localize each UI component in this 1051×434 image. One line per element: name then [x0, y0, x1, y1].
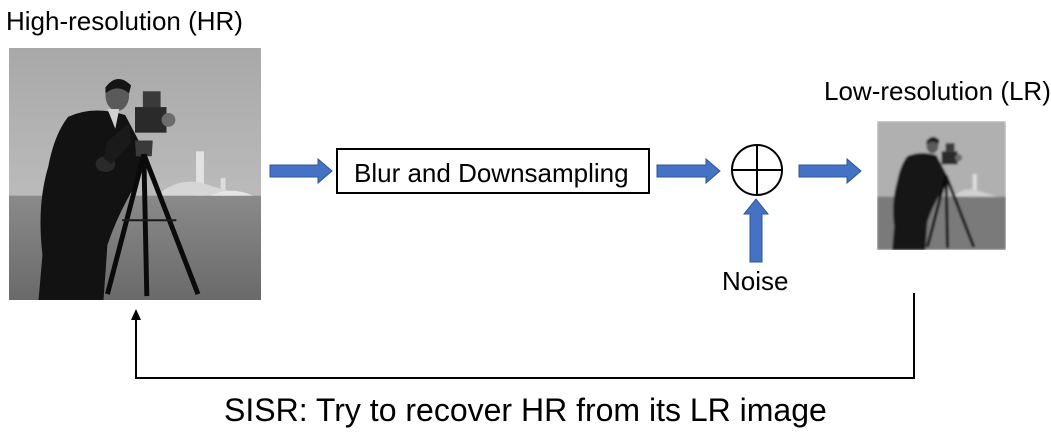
- feedback-arrowhead: [131, 309, 141, 320]
- arrow-hr-to-box: [269, 157, 333, 185]
- arrow-adder-to-lr: [798, 157, 862, 185]
- lr-title: Low-resolution (LR): [824, 76, 1051, 106]
- arrow-noise-to-adder: [742, 198, 770, 263]
- blur-downsampling-box: Blur and Downsampling: [336, 148, 650, 194]
- circle-plus-icon: [731, 144, 783, 196]
- hr-title: High-resolution (HR): [6, 6, 243, 36]
- noise-label: Noise: [722, 266, 789, 296]
- lr-image: [877, 121, 1006, 250]
- blur-downsampling-label: Blur and Downsampling: [354, 158, 629, 188]
- feedback-line: [135, 293, 915, 379]
- arrow-box-to-adder: [656, 157, 721, 185]
- caption: SISR: Try to recover HR from its LR imag…: [224, 392, 827, 428]
- hr-image: [9, 48, 261, 300]
- hr-image-graphic: [9, 48, 261, 300]
- lr-image-graphic: [877, 121, 1006, 250]
